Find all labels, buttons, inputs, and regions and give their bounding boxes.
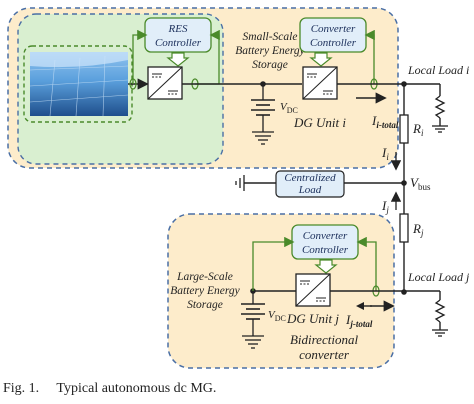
dg-unit-i: RES Controller VDC Small-Scale Bat: [7, 7, 404, 169]
centralized-load: [235, 170, 404, 198]
dg-converter-i: [302, 66, 338, 100]
dg-unit-j: Converter Controller: [167, 213, 404, 369]
pv-panel-image: [29, 52, 129, 117]
bidirectional-label-2: converter: [299, 347, 350, 362]
feedback-right-j: [356, 236, 377, 291]
dg-unit-j-name: DG Unit j: [286, 311, 339, 326]
converter-controller-j-label-1: Converter: [303, 230, 348, 242]
i-i-label: Ii: [381, 145, 389, 162]
i-total-j-label: Ij-total: [345, 312, 373, 329]
r-i-label: Ri: [412, 121, 424, 138]
res-feedback-left: [132, 29, 148, 84]
local-load-i-label: Local Load i: [407, 63, 469, 77]
converter-controller-j: Converter Controller: [291, 224, 359, 260]
i-total-i-label: Ii-total: [371, 113, 399, 130]
dg-unit-i-name: DG Unit i: [293, 115, 346, 130]
r-j-label: Rj: [412, 221, 424, 238]
converter-feedback-i: [364, 29, 375, 84]
vdc-label-i: VDC: [280, 101, 298, 115]
local-load-i: [404, 83, 448, 133]
large-storage-label-1: Large-Scale: [176, 271, 233, 283]
converter-controller-i-label-2: Controller: [310, 37, 357, 49]
figure-caption: Fig. 1. Typical autonomous dc MG.: [3, 381, 217, 396]
res-controller-label-1: RES: [168, 23, 188, 35]
large-storage-label-2: Battery Energy: [170, 285, 240, 297]
res-controller-label-2: Controller: [155, 37, 202, 49]
local-load-j: [404, 290, 448, 337]
small-storage-label-1: Small-Scale: [243, 31, 298, 43]
res-converter: [147, 66, 183, 100]
bidirectional-label-1: Bidirectional: [290, 332, 359, 347]
output-current-arrow-j-back: [356, 302, 364, 310]
converter-control-arrow-i: [309, 52, 333, 67]
res-control-arrow: [166, 52, 190, 67]
converter-controller-i-label-1: Converter: [311, 23, 356, 35]
vdc-label-j: VDC: [268, 309, 286, 323]
converter-controller-j-label-2: Controller: [302, 244, 349, 256]
converter-control-arrow-j: [314, 259, 338, 274]
dg-converter-j: [295, 273, 331, 307]
centralized-load-label-2: Load: [298, 184, 322, 196]
converter-controller-i: Converter Controller: [299, 17, 367, 53]
large-battery: [241, 291, 265, 349]
feedback-left-j: [252, 236, 295, 291]
small-battery: [251, 84, 275, 145]
small-storage-label-3: Storage: [252, 59, 288, 71]
vbus-label: Vbus: [410, 175, 431, 192]
large-storage-label-3: Storage: [187, 299, 223, 311]
res-current-sensor-left: [129, 78, 137, 90]
res-controller: RES Controller: [144, 17, 212, 53]
small-storage-label-2: Battery Energy: [235, 45, 305, 57]
centralized-load-label-1: Centralized: [284, 172, 336, 184]
local-load-j-label: Local Load j: [407, 270, 470, 284]
dc-bus: [390, 81, 409, 295]
i-j-label: Ij: [381, 198, 389, 215]
